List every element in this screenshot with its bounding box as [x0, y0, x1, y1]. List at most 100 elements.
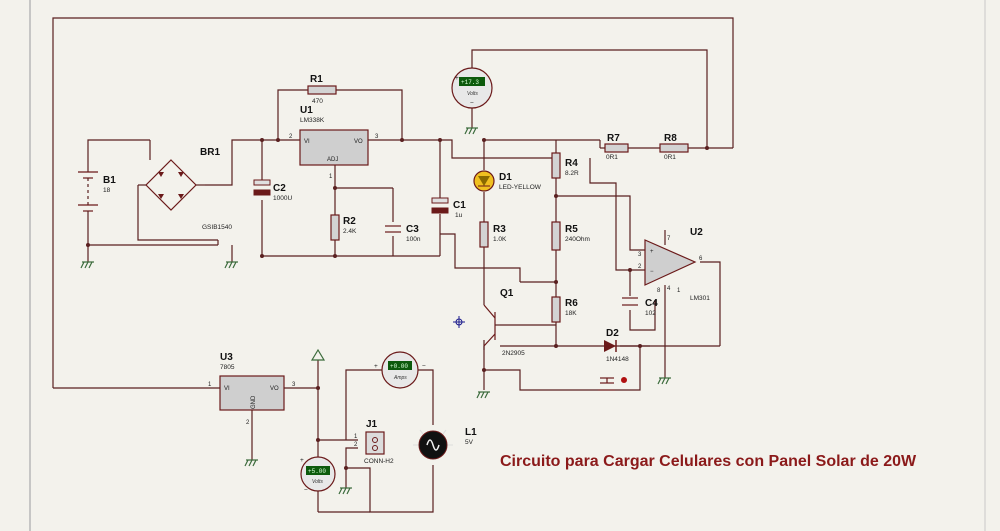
- u3-pin3: 3: [292, 382, 296, 388]
- r4-value: 8.2R: [565, 170, 579, 177]
- transistor-q1[interactable]: Q1 2N2905: [483, 288, 525, 357]
- r4-ref: R4: [565, 158, 578, 169]
- battery-b1[interactable]: B1 18: [78, 162, 116, 225]
- ground-icon: [657, 377, 671, 385]
- d1-ref: D1: [499, 172, 512, 183]
- l1-value: 5V: [465, 439, 474, 446]
- r2-ref: R2: [343, 216, 356, 227]
- bridge-rectifier-br1[interactable]: BR1 GSIB1540: [138, 147, 232, 231]
- resistor-r4[interactable]: R4 8.2R: [551, 152, 579, 179]
- schematic-title: Circuito para Cargar Celulares con Panel…: [500, 453, 917, 470]
- resistor-r7[interactable]: R7 0R1: [604, 133, 629, 161]
- opamp-u2[interactable]: + − U2 LM301 3 2 6 7 4 8 1: [638, 227, 710, 302]
- resistor-r8[interactable]: R8 0R1: [659, 133, 689, 161]
- l1-ref: L1: [465, 427, 477, 438]
- svg-text:+: +: [650, 249, 654, 255]
- u2-pin7: 7: [667, 236, 671, 242]
- r1-ref: R1: [310, 74, 323, 85]
- ammeter[interactable]: +0.00 Amps + −: [374, 351, 426, 389]
- j1-value: CONN-H2: [364, 458, 394, 465]
- u2-pin3: 3: [638, 252, 642, 258]
- d1-value: LED-YELLOW: [499, 184, 542, 191]
- u1-pin3: 3: [375, 134, 379, 140]
- lamp-l1[interactable]: L1 5V: [413, 427, 477, 460]
- led-d1[interactable]: D1 LED-YELLOW: [473, 170, 542, 192]
- d2-ref: D2: [606, 328, 619, 339]
- svg-text:+: +: [455, 75, 459, 82]
- u3-pin2: 2: [246, 420, 250, 426]
- r3-value: 1.0K: [493, 236, 507, 243]
- wires: [52, 17, 734, 513]
- svg-text:+: +: [374, 363, 378, 370]
- c1-ref: C1: [453, 200, 466, 211]
- r8-ref: R8: [664, 133, 677, 144]
- r6-value: 18K: [565, 310, 577, 317]
- capacitor-c1[interactable]: C1 1u: [431, 197, 466, 219]
- voltmeter-bottom[interactable]: +5.00 Volts + −: [300, 456, 336, 494]
- ammeter-unit: Amps: [393, 375, 407, 381]
- svg-text:−: −: [304, 487, 308, 494]
- voltmeter-top[interactable]: +17.3 Volts + −: [451, 67, 493, 109]
- capacitor-c4[interactable]: C4 102: [622, 297, 658, 317]
- voltmeter-bottom-reading: +5.00: [308, 468, 326, 475]
- r5-value: 240Ohm: [565, 236, 590, 243]
- c3-value: 100n: [406, 236, 421, 243]
- u3-pin-gnd: GND: [251, 395, 257, 409]
- regulator-u1[interactable]: U1 LM338K VI VO ADJ 2 3 1: [289, 105, 379, 180]
- u3-ref: U3: [220, 352, 233, 363]
- u2-pin1: 1: [677, 288, 681, 294]
- resistor-r3[interactable]: R3 1.0K: [479, 221, 507, 248]
- c1-value: 1u: [455, 212, 463, 219]
- c2-ref: C2: [273, 183, 286, 194]
- resistor-r2[interactable]: R2 2.4K: [330, 214, 357, 241]
- resistor-r1[interactable]: R1 470: [307, 74, 337, 105]
- u1-pin1: 1: [329, 174, 333, 180]
- c2-value: 1000U: [273, 195, 292, 202]
- j1-pin1: 1: [354, 434, 358, 440]
- j1-ref: J1: [366, 419, 378, 430]
- j1-pin2: 2: [354, 442, 358, 448]
- u1-value: LM338K: [300, 117, 325, 124]
- push-button-switch[interactable]: [598, 377, 627, 391]
- connector-j1[interactable]: J1 CONN-H2 1 2: [354, 419, 394, 465]
- u2-pin6: 6: [699, 256, 703, 262]
- u1-ref: U1: [300, 105, 313, 116]
- ammeter-reading: +0.00: [390, 363, 408, 370]
- diode-d2[interactable]: D2 1N4148: [604, 328, 629, 363]
- ground-icon: [80, 261, 94, 269]
- capacitor-c3[interactable]: C3 100n: [385, 224, 421, 243]
- r7-value: 0R1: [606, 154, 618, 161]
- r7-ref: R7: [607, 133, 620, 144]
- regulator-u3[interactable]: U3 7805 VI VO GND 1 3 2: [208, 352, 296, 426]
- u1-pin-adj: ADJ: [327, 157, 338, 163]
- resistor-r5[interactable]: R5 240Ohm: [551, 221, 590, 251]
- b1-value: 18: [103, 187, 111, 194]
- ground-icon: [224, 261, 238, 269]
- d2-value: 1N4148: [606, 356, 629, 363]
- br1-value: GSIB1540: [202, 224, 232, 231]
- voltmeter-top-reading: +17.3: [461, 79, 479, 86]
- capacitor-c2[interactable]: C2 1000U: [253, 179, 292, 202]
- ground-icon: [244, 459, 258, 467]
- u2-pin2: 2: [638, 264, 642, 270]
- svg-text:−: −: [422, 363, 426, 370]
- ground-icon: [338, 487, 352, 495]
- b1-ref: B1: [103, 175, 116, 186]
- ground-icon: [464, 127, 478, 135]
- c4-ref: C4: [645, 298, 658, 309]
- c4-value: 102: [645, 310, 656, 317]
- voltmeter-top-unit: Volts: [467, 91, 478, 97]
- r8-value: 0R1: [664, 154, 676, 161]
- r3-ref: R3: [493, 224, 506, 235]
- u1-pin-vo: VO: [354, 139, 363, 145]
- svg-text:+: +: [300, 457, 304, 464]
- voltmeter-bottom-unit: Volts: [312, 479, 323, 485]
- resistor-r6[interactable]: R6 18K: [551, 296, 578, 323]
- u3-pin1: 1: [208, 382, 212, 388]
- u3-pin-vo: VO: [270, 386, 279, 392]
- c3-ref: C3: [406, 224, 419, 235]
- u1-pin2: 2: [289, 134, 293, 140]
- r6-ref: R6: [565, 298, 578, 309]
- u1-pin-vi: VI: [304, 139, 310, 145]
